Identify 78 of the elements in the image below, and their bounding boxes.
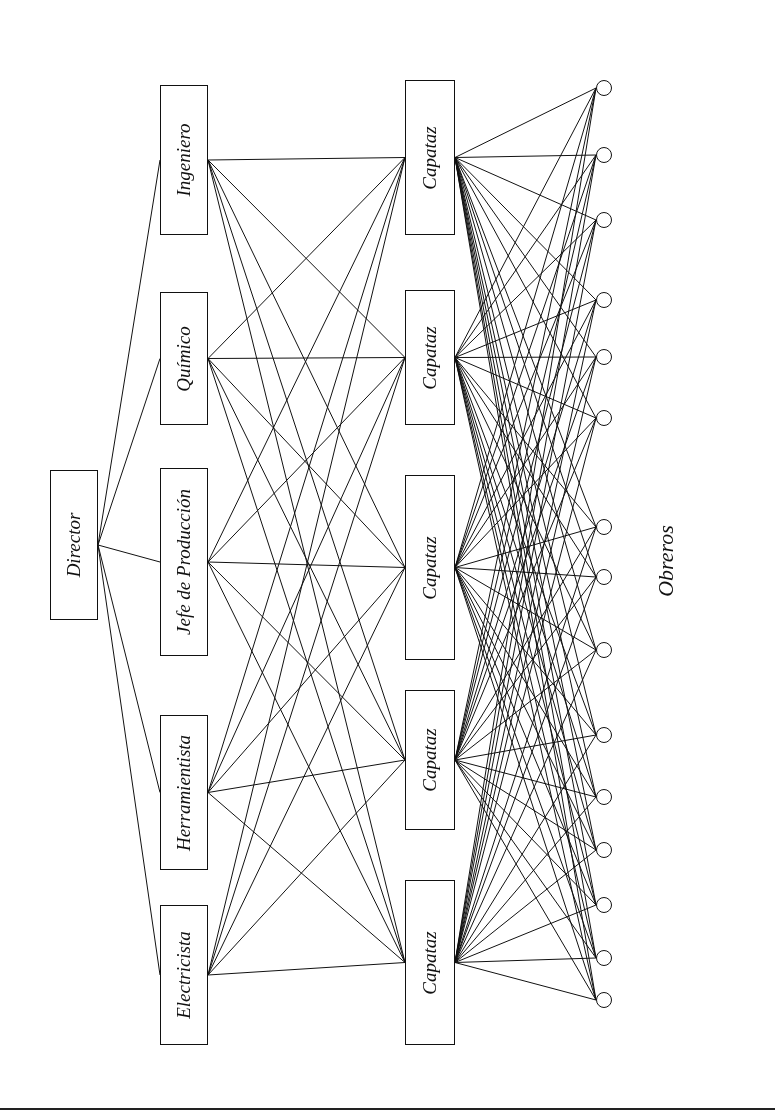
role-box	[160, 715, 208, 870]
connector-line	[454, 567, 597, 651]
worker-circle	[596, 789, 612, 805]
connector-line	[454, 357, 597, 528]
connector-line	[454, 962, 597, 1001]
connector-line	[454, 299, 597, 358]
connector-line	[454, 759, 597, 851]
role-name: Herramientista	[173, 734, 195, 851]
connector-line	[454, 734, 597, 761]
role-name: Director	[63, 512, 85, 578]
connector-line	[454, 567, 597, 798]
connector-line	[454, 157, 597, 301]
connector-line	[207, 567, 406, 793]
group-label: Obreros	[652, 525, 679, 597]
worker-circle	[596, 727, 612, 743]
connector-line	[207, 792, 406, 963]
connector-line	[207, 561, 406, 568]
connector-line	[207, 561, 406, 761]
role-box	[160, 85, 208, 235]
connector-line	[454, 87, 597, 358]
connector-line	[207, 157, 406, 161]
connector-line	[97, 358, 161, 546]
worker-circle	[596, 212, 612, 228]
role-box	[160, 468, 208, 656]
connector-line	[454, 417, 597, 568]
connector-line	[454, 759, 597, 1001]
connector-line	[207, 357, 406, 359]
worker-circle	[596, 410, 612, 426]
connector-line	[454, 357, 597, 651]
connector-line	[454, 759, 597, 798]
connector-line	[454, 904, 597, 963]
worker-circle	[596, 642, 612, 658]
role-box	[405, 80, 455, 235]
role-name: Capataz	[419, 535, 441, 600]
connector-line	[207, 962, 406, 976]
worker-circle	[596, 80, 612, 96]
connector-line	[97, 544, 161, 563]
worker-circle	[596, 292, 612, 308]
role-box	[405, 290, 455, 425]
role-name: Electricista	[173, 931, 195, 1019]
worker-circle	[596, 147, 612, 163]
role-name: Jefe de Producción	[173, 489, 195, 635]
connector-line	[207, 759, 406, 793]
connector-line	[454, 849, 597, 963]
role-box	[405, 690, 455, 830]
connector-line	[454, 357, 597, 419]
worker-circle	[596, 992, 612, 1008]
role-box	[160, 292, 208, 425]
connector-line	[454, 356, 597, 358]
role-name: Ingeniero	[173, 123, 195, 197]
role-box	[405, 475, 455, 660]
worker-circle	[596, 569, 612, 585]
worker-circle	[596, 950, 612, 966]
role-name: Químico	[173, 325, 195, 392]
role-name: Capataz	[419, 125, 441, 190]
role-box	[50, 470, 98, 620]
role-box	[405, 880, 455, 1045]
connector-line	[454, 796, 597, 963]
connector-line	[454, 567, 597, 736]
connector-line	[454, 157, 597, 419]
connector-line	[454, 219, 597, 358]
connector-line	[454, 299, 597, 568]
worker-circle	[596, 349, 612, 365]
role-name: Capataz	[419, 728, 441, 792]
role-name: Capataz	[419, 930, 441, 995]
connector-line	[454, 649, 597, 761]
connector-line	[454, 157, 597, 221]
connector-line	[454, 567, 597, 578]
worker-circle	[596, 519, 612, 535]
worker-circle	[596, 897, 612, 913]
connector-line	[454, 576, 597, 761]
role-name: Capataz	[419, 325, 441, 390]
worker-circle	[596, 842, 612, 858]
connector-line	[454, 526, 597, 568]
connector-line	[454, 87, 597, 158]
connector-line	[207, 759, 406, 976]
connector-line	[454, 154, 597, 158]
role-box	[160, 905, 208, 1045]
